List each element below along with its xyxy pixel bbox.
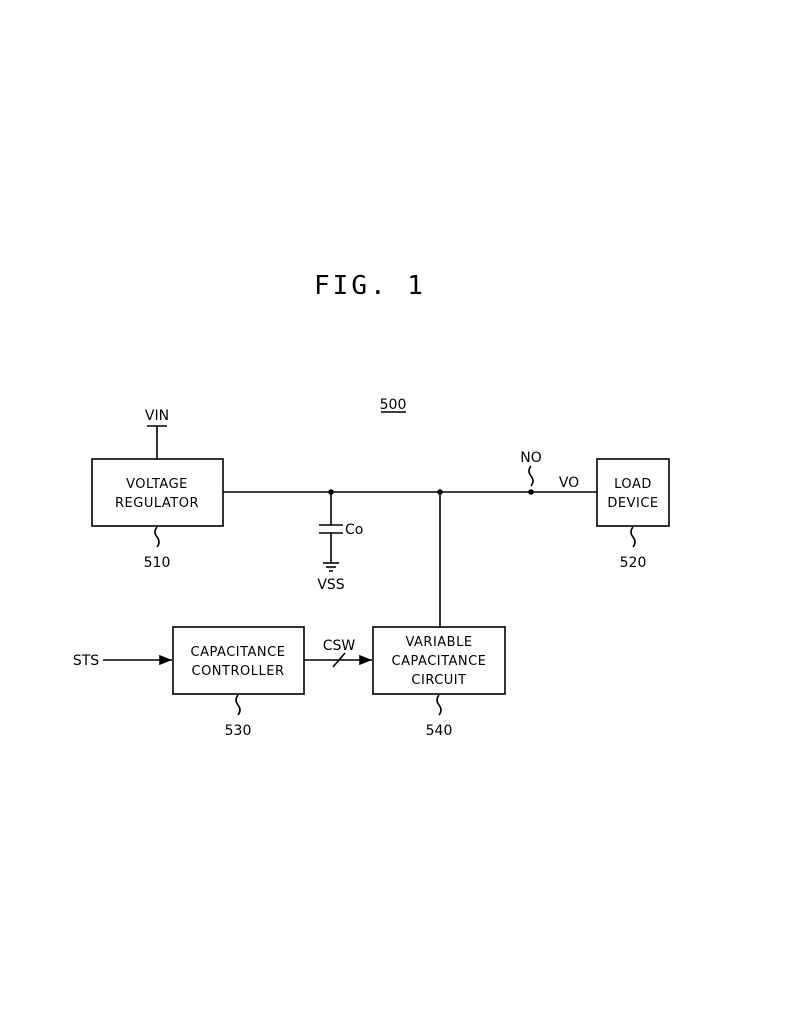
capacitance-controller-block bbox=[172, 626, 305, 695]
capacitance-controller-label-line1: CAPACITANCE bbox=[191, 645, 286, 660]
vo-label: VO bbox=[559, 475, 579, 491]
load-device-block bbox=[596, 458, 670, 527]
system-reference-number: 500 bbox=[380, 397, 407, 413]
variable-capacitance-label-line2: CAPACITANCE bbox=[392, 654, 487, 669]
node-no-label: NO bbox=[520, 450, 542, 466]
variable-capacitance-circuit-block bbox=[372, 626, 506, 695]
voltage-regulator-label-line2: REGULATOR bbox=[115, 496, 199, 511]
capacitance-controller-label-line2: CONTROLLER bbox=[192, 664, 285, 679]
csw-bus-slash bbox=[332, 652, 346, 668]
variable-capacitance-label-line3: CIRCUIT bbox=[411, 673, 466, 688]
load-device-ref: 520 bbox=[620, 555, 647, 571]
variable-capacitance-leader bbox=[436, 694, 442, 716]
capacitance-controller-leader bbox=[235, 694, 241, 716]
variable-capacitance-ref: 540 bbox=[426, 723, 453, 739]
variable-capacitance-label-line1: VARIABLE bbox=[405, 635, 472, 650]
voltage-regulator-ref: 510 bbox=[144, 555, 171, 571]
vin-label: VIN bbox=[145, 408, 169, 424]
node-no-leader bbox=[528, 465, 534, 487]
capacitance-controller-ref: 530 bbox=[225, 723, 252, 739]
voltage-regulator-leader bbox=[154, 526, 160, 548]
load-device-leader bbox=[630, 526, 636, 548]
sts-label: STS bbox=[73, 653, 99, 669]
voltage-regulator-block bbox=[91, 458, 224, 527]
voltage-regulator-label-line1: VOLTAGE bbox=[126, 477, 188, 492]
junction-dot-node-no bbox=[528, 489, 534, 495]
load-device-label-line1: LOAD bbox=[614, 477, 652, 492]
figure-title: FIG. 1 bbox=[314, 271, 426, 301]
csw-label: CSW bbox=[323, 638, 356, 654]
vss-label: VSS bbox=[317, 577, 344, 593]
load-device-label-line2: DEVICE bbox=[607, 496, 658, 511]
capacitor-co-label: Co bbox=[345, 522, 363, 538]
